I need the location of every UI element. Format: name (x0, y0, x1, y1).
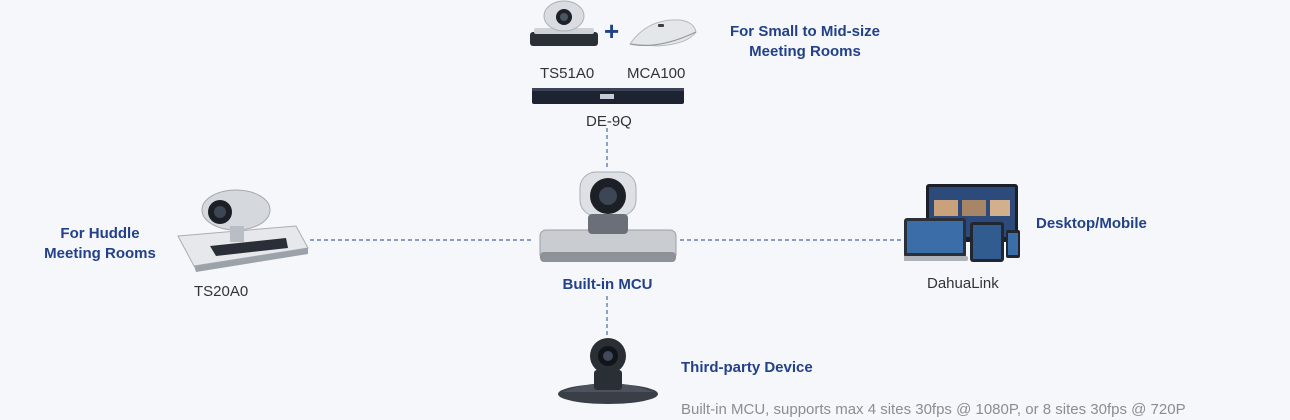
ts51a0-label: TS51A0 (540, 65, 595, 82)
mca100-microphone-image (628, 14, 698, 55)
de9q-decoder-image (532, 86, 684, 111)
bottom-caption: Third-party Device (681, 359, 813, 376)
ts51a0-camera-image (528, 0, 600, 55)
top-caption-line2: Meeting Rooms (749, 43, 861, 60)
top-caption: For Small to Mid-size Meeting Rooms (712, 22, 898, 62)
mcu-capacity-note: Built-in MCU, supports max 4 sites 30fps… (681, 401, 1186, 418)
ts20a0-label: TS20A0 (194, 283, 249, 300)
third-party-device-image (556, 336, 660, 413)
left-caption: For Huddle Meeting Rooms (20, 224, 180, 264)
ts20a0-device-image (176, 186, 310, 277)
mcu-label: Built-in MCU (562, 276, 653, 293)
de9q-label: DE-9Q (586, 113, 632, 130)
mca100-label: MCA100 (627, 65, 686, 82)
desktop-mobile-devices-image (902, 184, 1024, 269)
top-caption-line1: For Small to Mid-size (729, 23, 880, 40)
plus-sign: + (604, 16, 620, 46)
right-caption: Desktop/Mobile (1036, 215, 1147, 232)
left-caption-line1: For Huddle (60, 225, 140, 242)
mcu-device-image (536, 168, 680, 273)
dahualink-label: DahuaLink (927, 275, 999, 292)
left-caption-line2: Meeting Rooms (44, 245, 156, 262)
